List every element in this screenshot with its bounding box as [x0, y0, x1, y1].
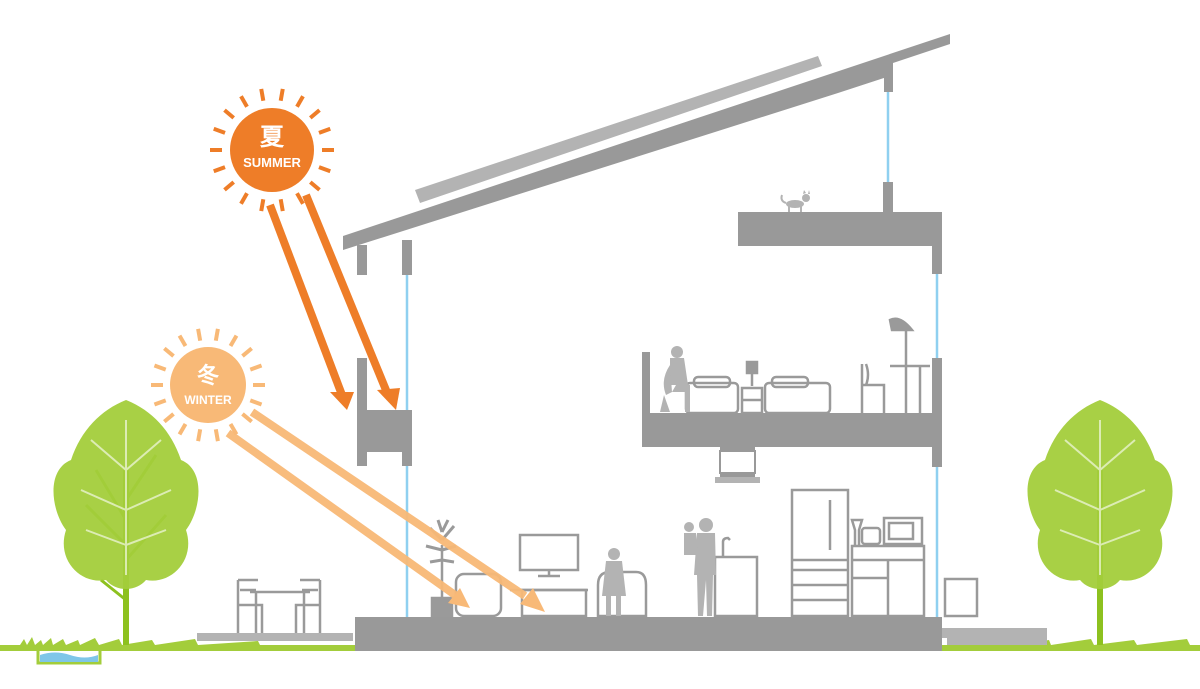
winter-sun-disc: [170, 347, 246, 423]
sun-spike: [259, 198, 266, 212]
winter-ray-2: [249, 408, 528, 600]
summer-ray-1: [266, 203, 346, 397]
sun-spike: [318, 126, 331, 135]
living-room-furniture: [425, 488, 979, 618]
plant-pot: [430, 596, 454, 618]
roof: [343, 34, 950, 250]
refrigerator: [790, 488, 850, 618]
solar-panel: [415, 56, 822, 203]
sun-spike: [177, 422, 188, 436]
bed-right: [763, 381, 832, 415]
sun-spike: [228, 334, 239, 348]
overhang-eave: [357, 410, 412, 452]
sun-spike: [295, 95, 305, 108]
sun-spike: [228, 422, 239, 436]
sun-spike: [163, 346, 175, 358]
sun-spike: [239, 95, 249, 108]
child-icon: [602, 548, 626, 616]
sun-spike: [309, 180, 321, 192]
summer-sun-label: SUMMER: [243, 155, 301, 170]
summer-sun-disc: [230, 108, 314, 192]
sun-spike: [241, 412, 253, 424]
summer-sun-kanji: 夏: [260, 123, 285, 151]
rice-cooker: [860, 526, 882, 546]
person-sitting-icon: [660, 346, 690, 412]
sun-spike: [196, 428, 203, 442]
pond-water: [40, 652, 98, 662]
sun-spike: [213, 428, 220, 442]
summer-sun-rays: [266, 193, 392, 397]
sun-spike: [249, 398, 263, 407]
second-floor: [642, 413, 942, 447]
bedroom-furniture: [684, 317, 930, 415]
windows: [405, 92, 939, 617]
kitchen-counter: [713, 555, 759, 618]
sun-spike: [278, 198, 285, 212]
microwave: [882, 516, 924, 546]
sun-spike: [309, 108, 321, 120]
summer-ray-2: [302, 193, 392, 397]
sun-spike: [318, 165, 331, 174]
house-structure: [343, 34, 1047, 651]
winter-sun-spikes: [151, 328, 265, 442]
loft-floor: [738, 212, 942, 246]
summer-sun-spikes: [210, 88, 334, 212]
sun-spike: [213, 165, 226, 174]
trash-bin: [943, 577, 979, 618]
outdoor-dining-set: [197, 578, 353, 641]
winter-sun-label: WINTER: [184, 393, 232, 407]
sun-spike: [223, 108, 235, 120]
sun-spike: [241, 346, 253, 358]
tv: [518, 533, 580, 572]
winter-sun: 冬 WINTER: [151, 328, 265, 442]
foundation-slab: [355, 617, 942, 651]
sun-spike: [249, 363, 263, 372]
sun-spike: [153, 398, 167, 407]
winter-ray-arrowhead: [448, 588, 470, 608]
winter-ray-1: [225, 429, 458, 599]
sun-spike: [213, 328, 220, 342]
sun-spike: [278, 88, 285, 102]
sun-spike: [177, 334, 188, 348]
cat-icon: [780, 190, 810, 212]
sun-spike: [259, 88, 266, 102]
sun-spike: [153, 363, 167, 372]
deck-step: [942, 628, 1047, 638]
sun-spike: [213, 126, 226, 135]
summer-ray-arrowhead: [330, 392, 354, 410]
winter-sun-kanji: 冬: [197, 363, 219, 389]
parent-with-baby-icon: [684, 518, 716, 616]
sun-spike: [223, 180, 235, 192]
tree-right: [1027, 400, 1173, 645]
sun-spike: [239, 192, 249, 205]
sun-spike: [196, 328, 203, 342]
winter-ray-arrowhead: [520, 588, 545, 612]
tree-left: [53, 400, 199, 645]
sun-spike: [163, 412, 175, 424]
summer-sun: 夏 SUMMER: [210, 88, 334, 212]
sun-spike: [295, 192, 305, 205]
armchair: [596, 570, 648, 618]
winter-sun-rays: [225, 408, 528, 600]
summer-ray-arrowhead: [377, 388, 400, 410]
pond-edge: [36, 650, 102, 665]
